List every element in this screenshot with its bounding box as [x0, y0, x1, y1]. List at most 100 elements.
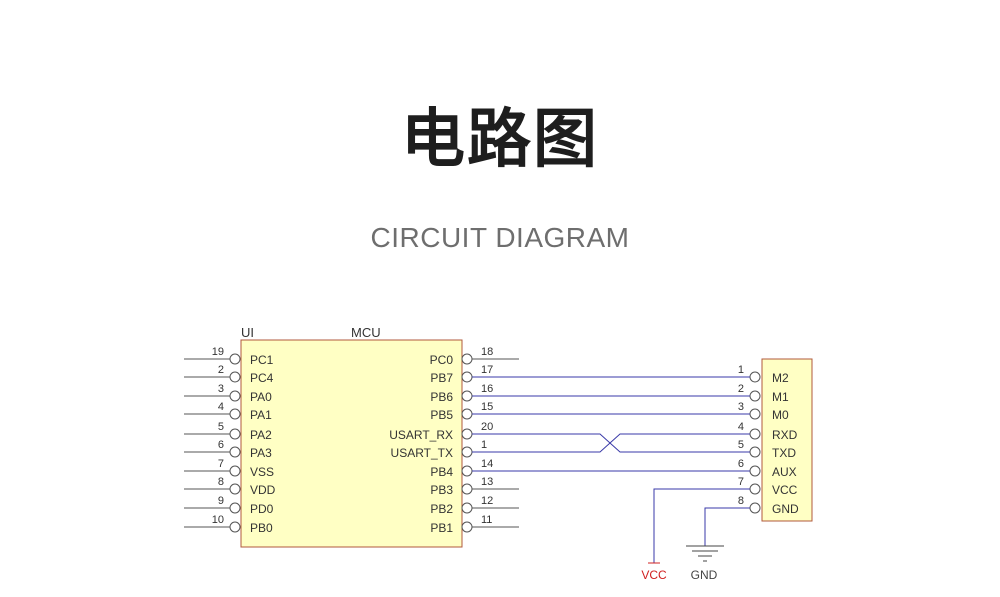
- wire-vcc: [653, 488, 750, 563]
- mcu-right-pin-name: USART_RX: [389, 428, 453, 442]
- mcu-left-pin-number: 9: [218, 495, 224, 507]
- mcu-left-pin-number: 3: [218, 383, 224, 395]
- mcu-left-pin-name: PB0: [250, 521, 273, 535]
- pin-circle-icon: [461, 521, 473, 533]
- pin-circle-icon: [461, 446, 473, 458]
- mcu-left-pin-name: PC1: [250, 353, 274, 367]
- mcu-right-pin-name: USART_TX: [391, 446, 453, 460]
- pin-circle-icon: [461, 408, 473, 420]
- page-title: 电路图: [401, 103, 599, 177]
- mcu-left-pin-number: 2: [218, 364, 224, 376]
- mcu-right-pin-name: PB3: [430, 483, 453, 497]
- pin-circle-icon: [229, 502, 241, 514]
- mcu-left-pin-name: PA0: [250, 390, 272, 404]
- pin-circle-icon: [461, 353, 473, 365]
- pin-circle-icon: [229, 483, 241, 495]
- pin-circle-icon: [461, 465, 473, 477]
- mcu-right-pin-number: 12: [481, 495, 493, 507]
- mcu-body: [240, 339, 463, 548]
- module-pin-number: 1: [738, 364, 744, 376]
- module-pin-name: M2: [772, 371, 789, 385]
- mcu-right-pin-number: 18: [481, 346, 493, 358]
- module-body: [761, 358, 813, 522]
- mcu-right-pin-name: PC0: [430, 353, 454, 367]
- pin-circle-icon: [749, 502, 761, 514]
- pin-circle-icon: [749, 465, 761, 477]
- mcu-left-pin-number: 4: [218, 401, 224, 413]
- wire-tx-rxd: [472, 433, 750, 453]
- wire-gnd: [704, 507, 750, 546]
- pin-circle-icon: [461, 390, 473, 402]
- mcu-right-pin-number: 16: [481, 383, 493, 395]
- module-pin-name: M0: [772, 408, 789, 422]
- mcu-right-pin-number: 11: [481, 514, 492, 526]
- mcu-left-pin-name: PC4: [250, 371, 274, 385]
- module-pin-name: GND: [772, 502, 799, 516]
- ground-icon: [686, 545, 724, 562]
- pin-circle-icon: [749, 408, 761, 420]
- module-pin-name: M1: [772, 390, 789, 404]
- mcu-name: MCU: [351, 325, 381, 340]
- module-pin-number: 8: [738, 495, 744, 507]
- vcc-label: VCC: [641, 568, 667, 582]
- mcu-left-pin-name: PA1: [250, 408, 272, 422]
- mcu-left-pin-name: VDD: [250, 483, 276, 497]
- pin-circle-icon: [749, 446, 761, 458]
- mcu-left-pin-number: 10: [212, 514, 224, 526]
- pin-circle-icon: [461, 428, 473, 440]
- mcu-right-pin-number: 15: [481, 401, 493, 413]
- pin-circle-icon: [229, 521, 241, 533]
- mcu-right-pin-name: PB4: [430, 465, 453, 479]
- pin-circle-icon: [749, 371, 761, 383]
- mcu-right-pin-name: PB6: [430, 390, 453, 404]
- module-pin-number: 2: [738, 383, 744, 395]
- pin-circle-icon: [461, 371, 473, 383]
- module-pin-name: TXD: [772, 446, 796, 460]
- mcu-right-pin-name: PB5: [430, 408, 453, 422]
- page-subtitle: CIRCUIT DIAGRAM: [370, 222, 630, 253]
- module-pin-name: RXD: [772, 428, 798, 442]
- mcu-right-pin-name: PB1: [430, 521, 453, 535]
- mcu-left-pin-name: PA3: [250, 446, 272, 460]
- module-pin-number: 3: [738, 401, 744, 413]
- pin-circle-icon: [749, 483, 761, 495]
- pin-circle-icon: [461, 483, 473, 495]
- mcu-designator: UI: [241, 325, 254, 340]
- module-pin-number: 6: [738, 458, 744, 470]
- mcu-left-pin-number: 8: [218, 476, 224, 488]
- pin-circle-icon: [461, 502, 473, 514]
- pin-circle-icon: [229, 353, 241, 365]
- mcu-left-pin-number: 7: [218, 458, 224, 470]
- module-pin-number: 5: [738, 439, 744, 451]
- wire-rx-txd: [472, 433, 750, 453]
- mcu-right-pin-number: 14: [481, 458, 493, 470]
- mcu-left-pin-number: 19: [212, 346, 224, 358]
- module-pin-name: VCC: [772, 483, 798, 497]
- mcu-right-pin-name: PB7: [430, 371, 453, 385]
- connection-wires: [472, 376, 750, 563]
- mcu-left-pin-name: PD0: [250, 502, 274, 516]
- pin-circle-icon: [229, 390, 241, 402]
- mcu-right-pin-number: 13: [481, 476, 493, 488]
- module-pin-number: 7: [738, 476, 744, 488]
- mcu-right-pin-number: 20: [481, 421, 493, 433]
- mcu-left-pin-number: 6: [218, 439, 224, 451]
- module-pin-number: 4: [738, 421, 744, 433]
- pin-circle-icon: [229, 446, 241, 458]
- mcu-left-pin-name: VSS: [250, 465, 274, 479]
- mcu-left-pin-number: 5: [218, 421, 224, 433]
- gnd-label: GND: [691, 568, 718, 582]
- pin-circle-icon: [749, 390, 761, 402]
- mcu-right-pin-name: PB2: [430, 502, 453, 516]
- mcu-right-pin-number: 1: [481, 439, 487, 451]
- mcu-left-pin-name: PA2: [250, 428, 272, 442]
- mcu-right-pin-number: 17: [481, 364, 493, 376]
- vcc-symbol: VCC: [641, 562, 667, 582]
- pin-circle-icon: [229, 465, 241, 477]
- pin-circle-icon: [229, 428, 241, 440]
- pin-circle-icon: [229, 371, 241, 383]
